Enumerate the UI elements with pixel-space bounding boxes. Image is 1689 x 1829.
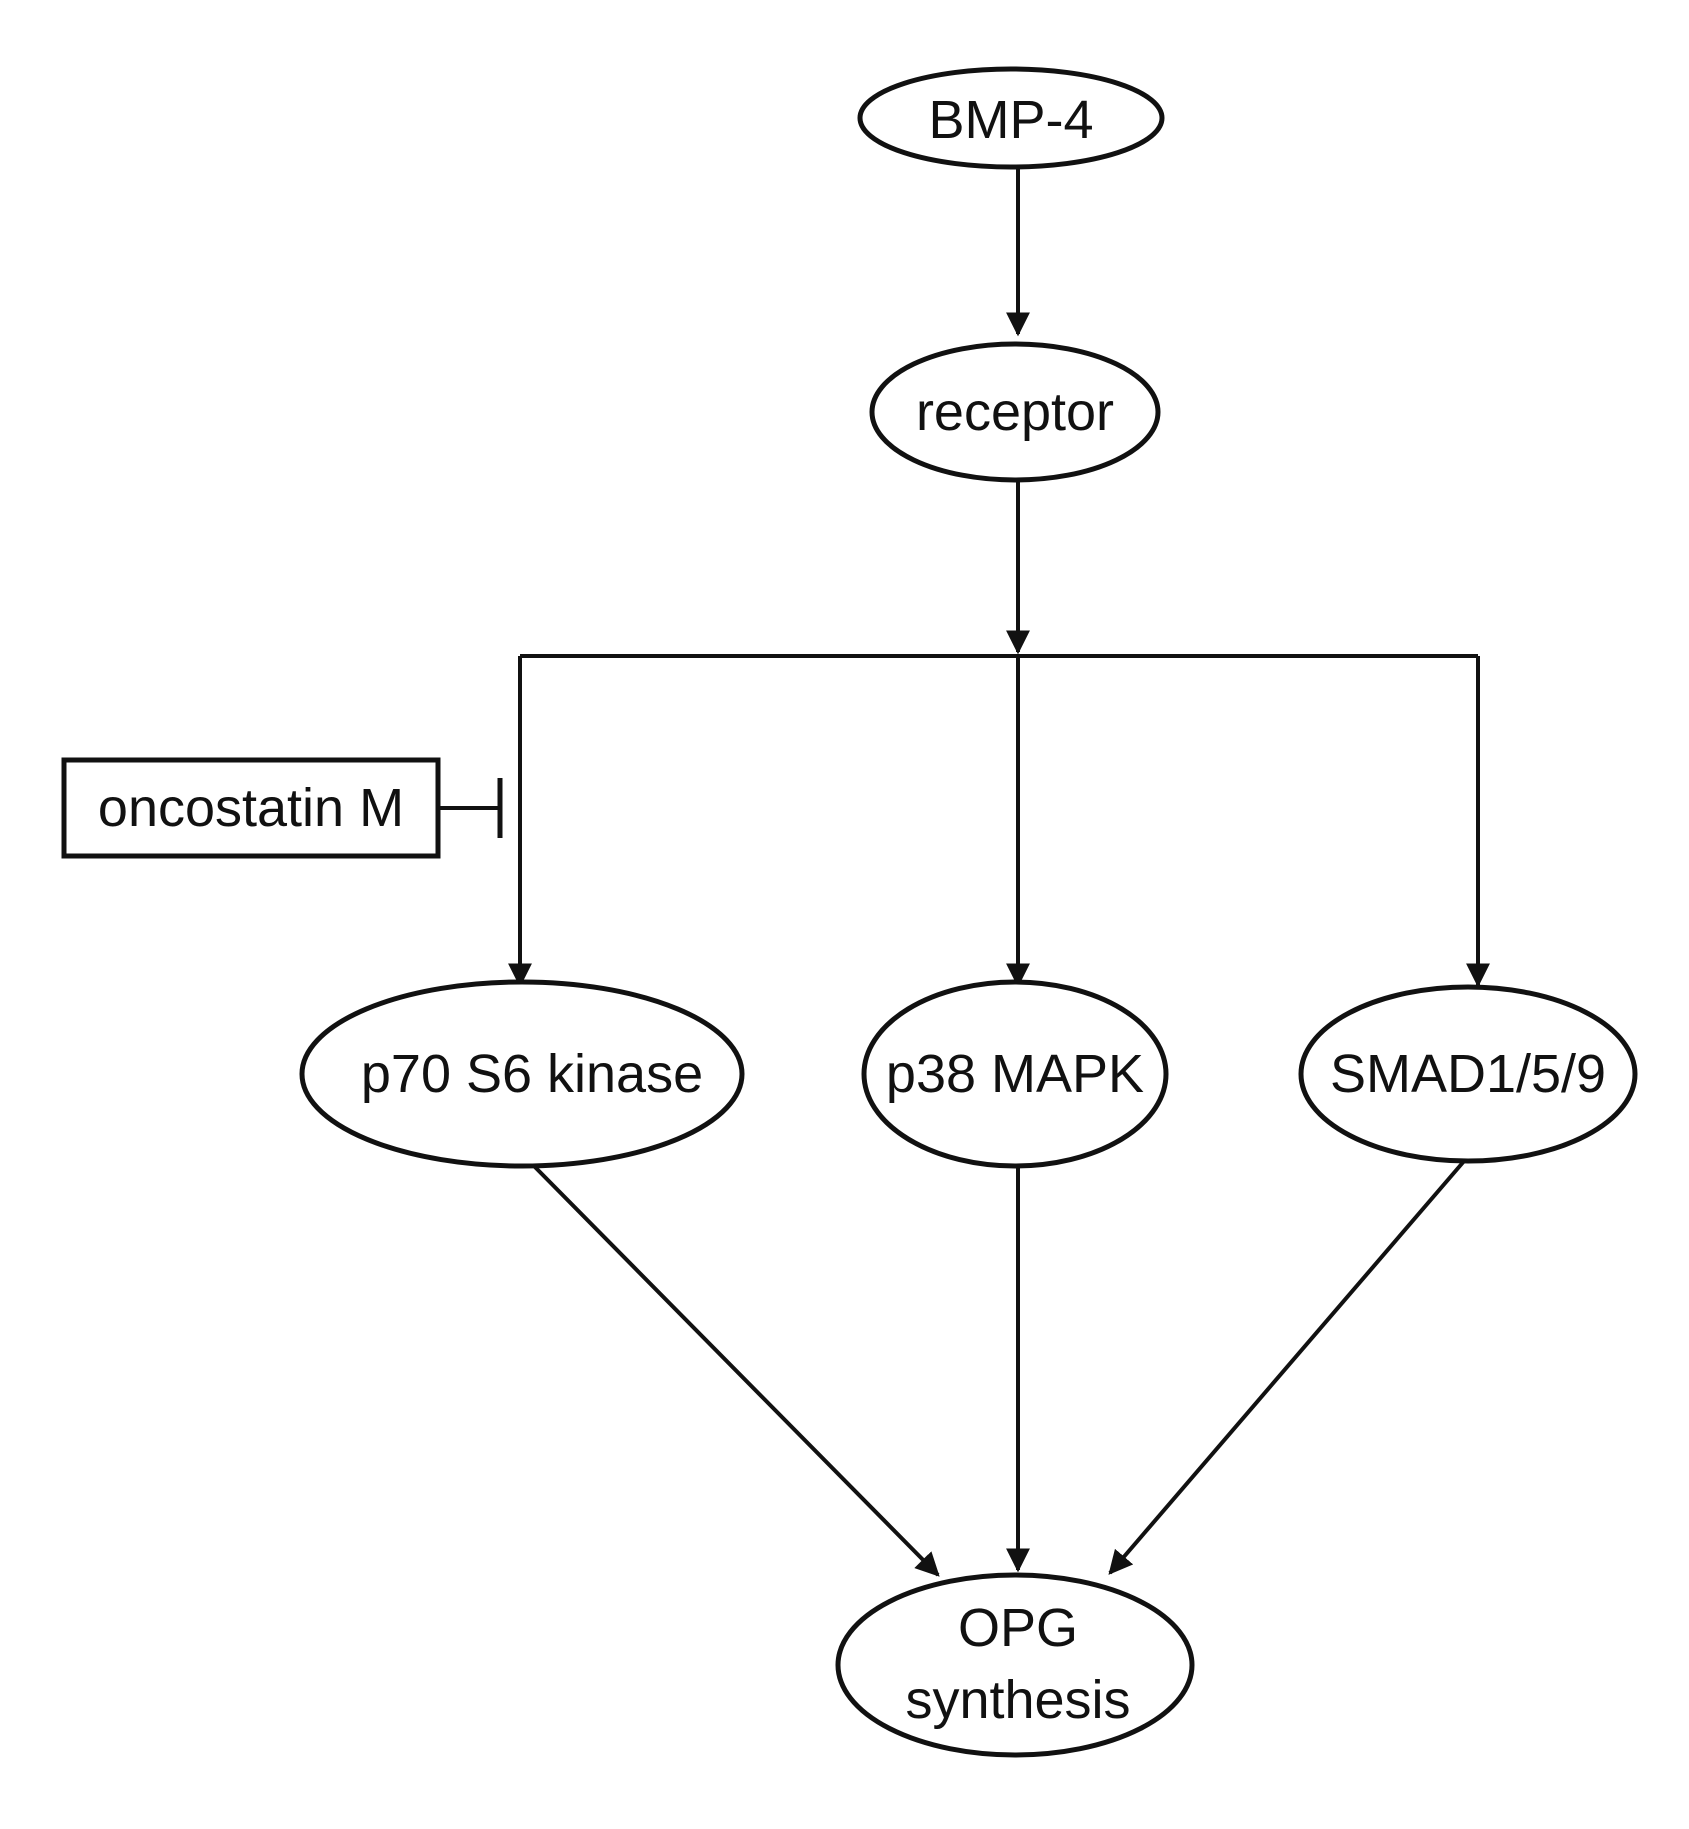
node-p70: p70 S6 kinase bbox=[299, 979, 745, 1169]
node-p38: p38 MAPK bbox=[861, 979, 1169, 1169]
node-oncostatin: oncostatin M bbox=[61, 757, 441, 859]
node-receptor: receptor bbox=[869, 341, 1161, 483]
node-smad-label: SMAD1/5/9 bbox=[1330, 1044, 1606, 1104]
node-p70-label: p70 S6 kinase bbox=[361, 1044, 703, 1104]
node-opg-line2: synthesis bbox=[905, 1670, 1130, 1730]
edge-p70-to-opg bbox=[531, 1163, 940, 1577]
node-opg: OPG synthesis bbox=[835, 1572, 1195, 1758]
node-oncostatin-label: oncostatin M bbox=[98, 778, 404, 838]
node-bmp4-label: BMP-4 bbox=[928, 90, 1093, 150]
node-smad: SMAD1/5/9 bbox=[1298, 984, 1638, 1164]
edge-smad-to-opg bbox=[1108, 1158, 1467, 1575]
node-bmp4: BMP-4 bbox=[857, 66, 1165, 170]
node-opg-line1: OPG bbox=[958, 1598, 1078, 1658]
node-p38-label: p38 MAPK bbox=[886, 1044, 1144, 1104]
node-receptor-label: receptor bbox=[916, 382, 1114, 442]
